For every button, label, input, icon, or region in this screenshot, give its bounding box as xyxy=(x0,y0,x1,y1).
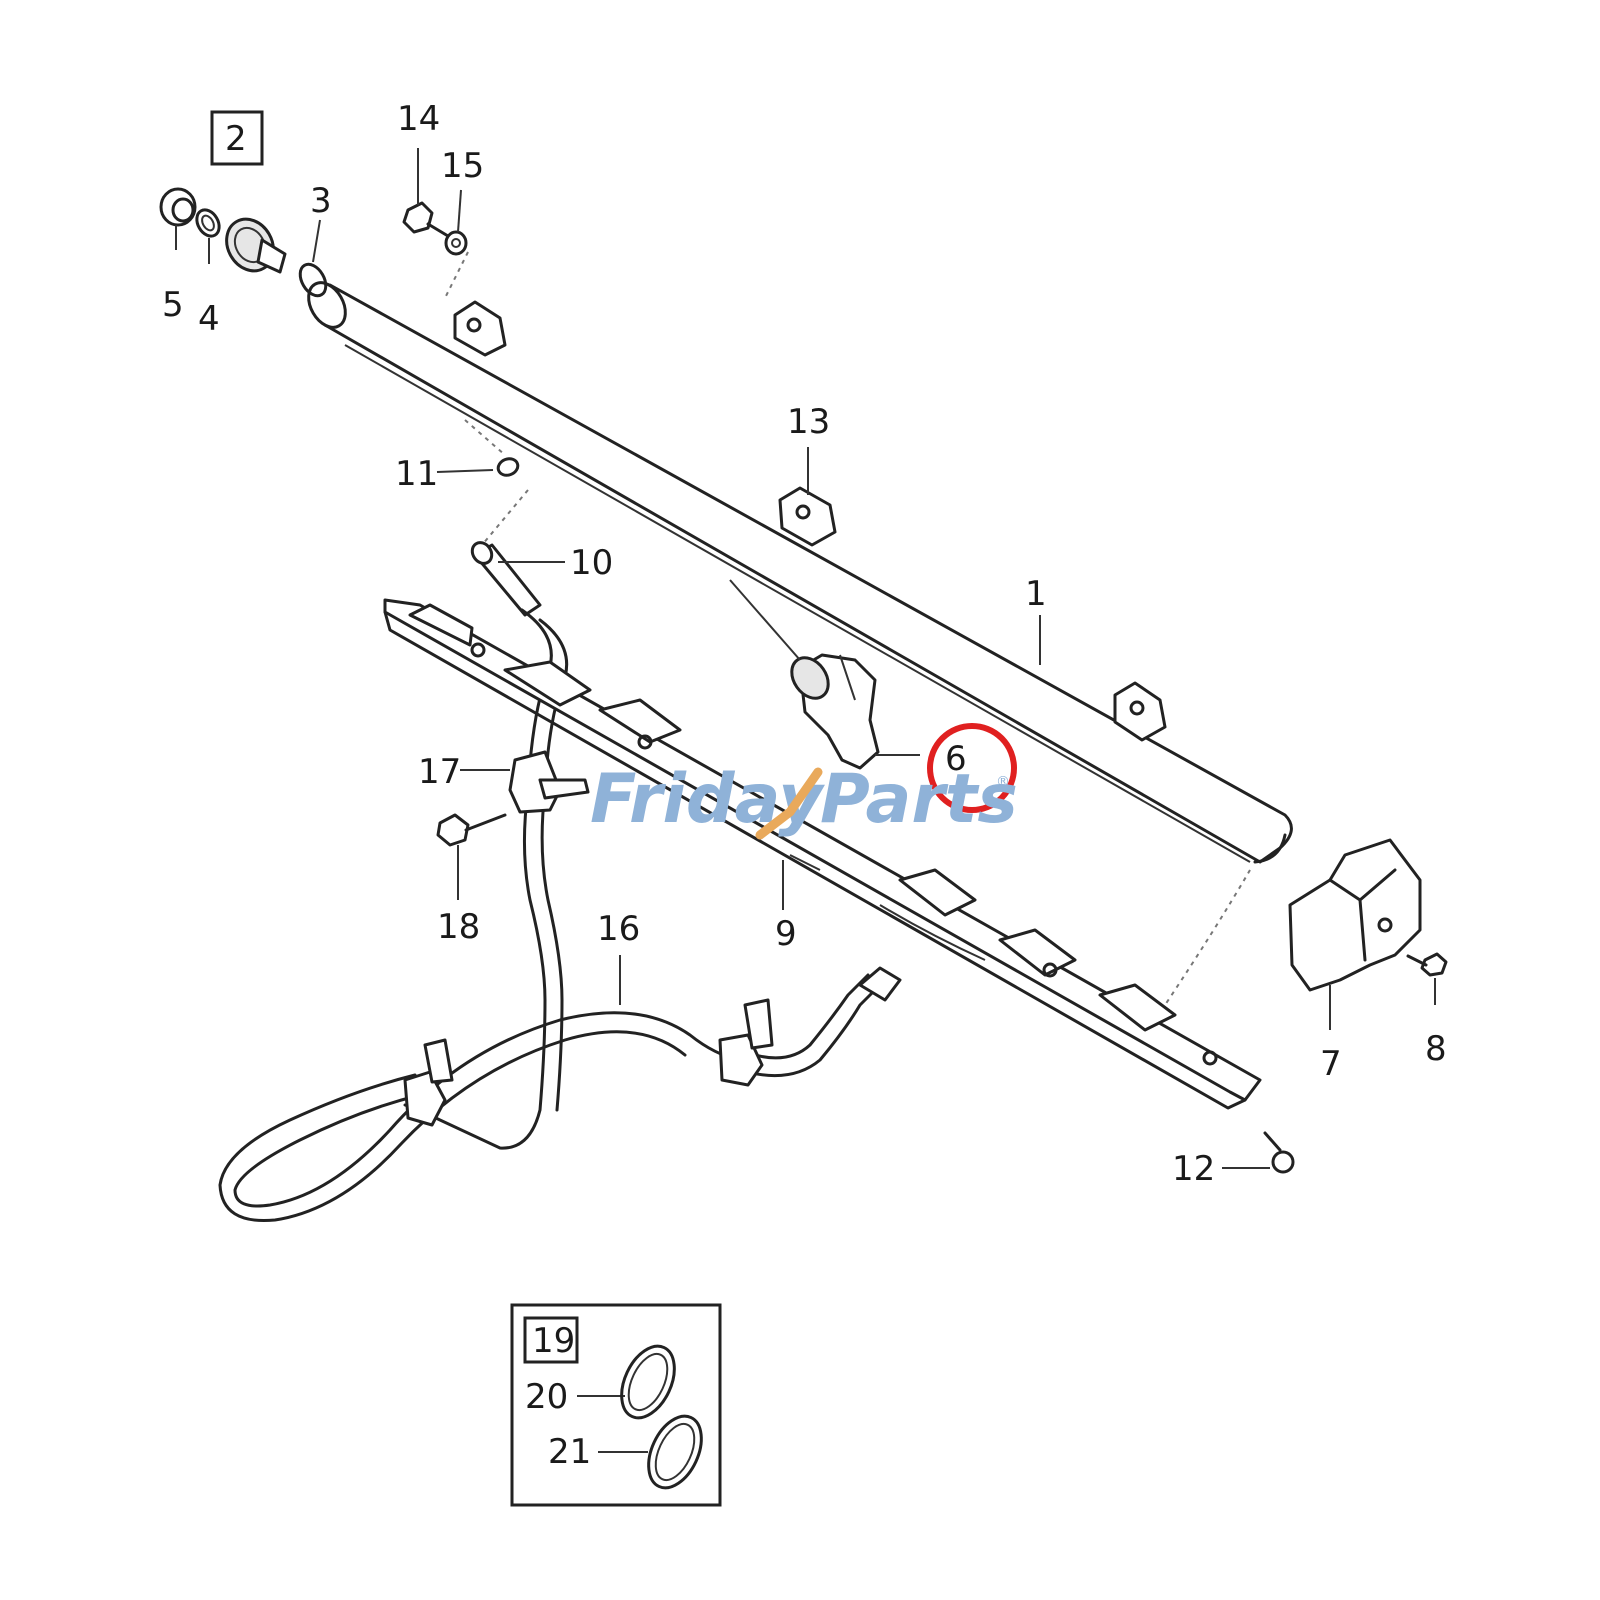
fuel-rail xyxy=(307,281,1293,864)
rail-mounting-lug-2 xyxy=(778,486,837,547)
inset-kit-box: 19 20 21 xyxy=(510,1303,722,1507)
watermark-text-1: Friday xyxy=(590,760,825,839)
pipe-clip-upper xyxy=(508,750,590,814)
label-box-part-19 xyxy=(523,1316,579,1364)
bolt-part-8 xyxy=(1406,952,1448,977)
watermark-text-2: Parts xyxy=(820,760,1018,839)
label-part-2: 2 xyxy=(225,119,247,159)
label-part-12: 12 xyxy=(1172,1149,1215,1189)
injector-part-6 xyxy=(790,653,880,770)
guide-6-to-rail xyxy=(729,579,801,661)
label-part-5: 5 xyxy=(162,285,184,325)
label-part-21: 21 xyxy=(548,1432,591,1472)
label-part-4: 4 xyxy=(198,299,220,339)
bolt-part-18 xyxy=(436,813,507,847)
guide-14-to-lug xyxy=(444,251,469,299)
washer-part-15 xyxy=(444,230,468,256)
label-part-11: 11 xyxy=(395,454,438,494)
label-part-20: 20 xyxy=(525,1377,568,1417)
label-part-15: 15 xyxy=(441,146,484,186)
bracket-part-7 xyxy=(1288,838,1422,992)
label-part-8: 8 xyxy=(1425,1029,1447,1069)
label-part-18: 18 xyxy=(437,907,480,947)
label-box-part-2 xyxy=(210,110,264,166)
guide-11 xyxy=(464,419,529,546)
highlight-circle xyxy=(927,723,1017,813)
label-part-1: 1 xyxy=(1025,574,1047,614)
label-part-7: 7 xyxy=(1320,1044,1342,1084)
o-ring-part-3 xyxy=(298,262,328,298)
pipe-clip-lower-right xyxy=(718,998,774,1087)
o-ring-part-11 xyxy=(496,457,520,477)
pipe-clip-lower-left xyxy=(403,1038,454,1127)
watermark-logo: Friday Parts ® xyxy=(590,760,1018,840)
label-part-17: 17 xyxy=(418,752,461,792)
leader-lines xyxy=(175,148,1436,1169)
screw-part-12 xyxy=(1263,1131,1295,1174)
watermark-reg-mark: ® xyxy=(996,774,1010,790)
guide-bracket xyxy=(1164,869,1251,1006)
o-ring-part-20 xyxy=(620,1344,676,1420)
cover-plate-part-9 xyxy=(383,598,1262,1110)
label-part-9: 9 xyxy=(775,914,797,954)
label-part-13: 13 xyxy=(787,402,830,442)
rail-mounting-lug-1 xyxy=(453,300,507,357)
label-part-16: 16 xyxy=(597,909,640,949)
label-part-19: 19 xyxy=(532,1321,575,1361)
bolt-part-14 xyxy=(402,201,450,238)
nipple-part-10 xyxy=(470,541,542,617)
part-labels: 1 2 3 4 5 6 7 8 9 10 11 12 13 14 15 16 1… xyxy=(162,99,1447,1189)
washer-part-4 xyxy=(195,208,221,238)
rail-mounting-lug-3 xyxy=(1113,681,1167,742)
pressure-fitting xyxy=(225,217,287,274)
end-cap-part-5 xyxy=(159,187,197,227)
label-part-3: 3 xyxy=(310,181,332,221)
o-ring-part-21 xyxy=(647,1414,703,1490)
label-part-10: 10 xyxy=(570,543,613,583)
label-part-14: 14 xyxy=(397,99,440,139)
label-part-6: 6 xyxy=(945,739,967,779)
